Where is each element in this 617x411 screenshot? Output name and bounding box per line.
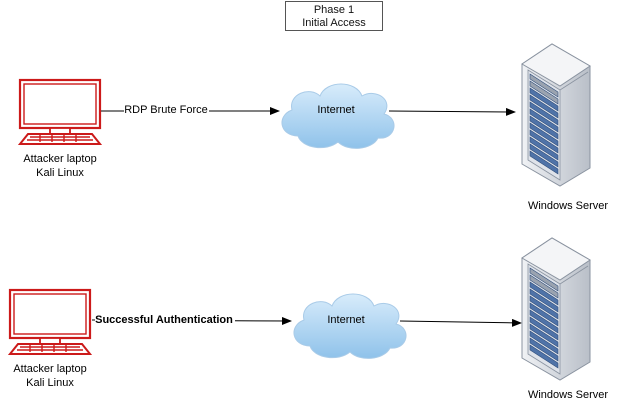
- edge-label-bg: [124, 103, 209, 116]
- row-2: Attacker laptop Kali Linux Successful Au…: [8, 237, 608, 401]
- edge-label-bg: [95, 312, 235, 326]
- laptop-icon: [18, 78, 102, 146]
- attacker-label-line2: Kali Linux: [26, 377, 74, 389]
- attacker-label-line1: Attacker laptop: [13, 363, 86, 375]
- phase-title: Phase 1: [313, 4, 355, 16]
- server-label: Windows Server: [528, 200, 608, 212]
- cloud-icon: [281, 83, 395, 149]
- edge-internet-to-server: [399, 318, 522, 327]
- cloud-icon: [293, 293, 407, 359]
- cloud-label: Internet: [327, 314, 364, 326]
- phase-subtitle: Initial Access: [302, 17, 366, 29]
- edge-internet-to-server: [388, 107, 516, 116]
- server-icon: [521, 237, 591, 381]
- edge-label: RDP Brute Force: [124, 104, 208, 116]
- row-1: Attacker laptop Kali Linux RDP Brute For…: [18, 43, 608, 212]
- server-label: Windows Server: [528, 389, 608, 401]
- edge-label-success: Successful Authentication: [95, 314, 233, 326]
- cloud-label: Internet: [317, 104, 354, 116]
- laptop-icon: [8, 288, 92, 356]
- attacker-label-line2: Kali Linux: [36, 167, 84, 179]
- server-icon: [521, 43, 591, 187]
- attacker-label-line1: Attacker laptop: [23, 153, 96, 165]
- phase-box: Phase 1 Initial Access: [285, 1, 383, 31]
